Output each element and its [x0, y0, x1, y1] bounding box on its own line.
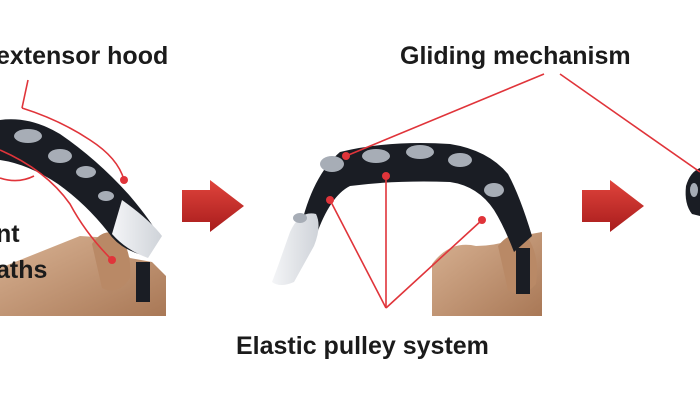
pulley-leader-1 [329, 199, 387, 309]
sheath-leader-1 [0, 175, 35, 182]
red-dot-marker-icon [478, 216, 486, 224]
extensor-hood-label: extensor hood [0, 42, 169, 70]
finger-joints-middle [293, 145, 504, 223]
annotation-markers [108, 152, 486, 264]
photo-panel-right [685, 168, 700, 216]
red-dot-marker-icon [120, 176, 128, 184]
red-dot-marker-icon [108, 256, 116, 264]
photo-panel-left [0, 119, 166, 316]
fingertip-cover-middle [272, 213, 319, 285]
finger-base-middle [516, 248, 530, 294]
red-dot-marker-icon [342, 152, 350, 160]
elastic-pulley-label: Elastic pulley system [236, 332, 489, 360]
gliding-mechanism-label: Gliding mechanism [400, 42, 631, 70]
cropped-label-line-2: aths [0, 256, 48, 284]
cropped-label-line-1: nt [0, 220, 20, 248]
finger-joints-left [14, 129, 114, 201]
gliding-leader-1 [345, 73, 545, 157]
red-dot-marker-icon [326, 196, 334, 204]
extensor-hood-leader [21, 79, 29, 109]
fingertip-cover-left [112, 200, 162, 258]
arrow-right-icon [182, 180, 244, 232]
gliding-leader-2 [559, 73, 700, 173]
annotation-lines [0, 73, 700, 309]
extensor-hood-outline-leader [21, 107, 125, 181]
red-dot-marker-icon [382, 172, 390, 180]
photo-panel-middle [272, 143, 542, 316]
pulley-leader-3 [385, 219, 483, 309]
robotic-finger-middle [300, 143, 532, 252]
finger-joint-right [690, 183, 698, 197]
arrow-right-icon [582, 180, 644, 232]
sheath-leader-2 [0, 149, 113, 261]
finger-base-left [136, 262, 150, 302]
